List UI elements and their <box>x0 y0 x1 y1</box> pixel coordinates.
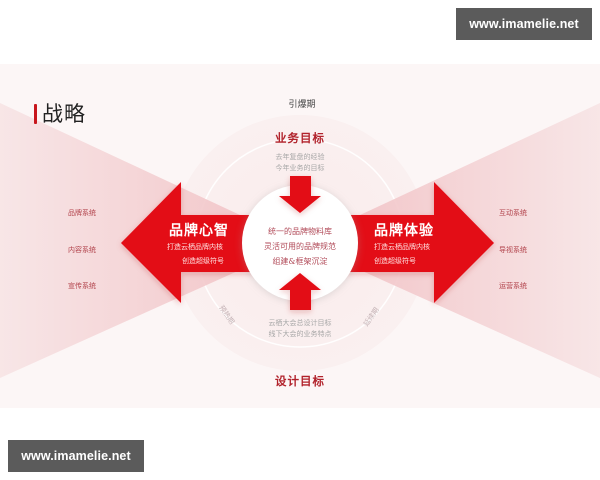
strategy-slide: 战略 引爆期 业务目标 去年复盘的经验 今年业务的目标 云栖大会总设计目标 线下… <box>0 64 600 408</box>
right-arrow-icon <box>340 182 494 303</box>
right-arrow-title: 品牌体验 <box>374 223 434 239</box>
center-line: 组建&框架沉淀 <box>272 257 328 266</box>
system-item: 品牌系统 <box>68 209 96 217</box>
center-line: 统一的品牌物料库 <box>268 227 332 236</box>
center-line: 灵活可用的品牌规范 <box>264 242 336 251</box>
page-title: 战略 <box>42 102 86 126</box>
center-text: 统一的品牌物料库 灵活可用的品牌规范 组建&框架沉淀 <box>250 224 350 269</box>
phase-label-top: 引爆期 <box>288 100 316 110</box>
design-goal-line: 云栖大会总设计目标 <box>268 319 332 327</box>
center-circle <box>242 185 358 301</box>
up-arrow-icon <box>279 273 321 310</box>
left-arrow-line: 创造超级符号 <box>182 257 224 265</box>
system-item: 宣传系统 <box>68 282 96 290</box>
left-arrow-line: 打造云栖品牌内核 <box>167 243 223 251</box>
design-goal-line: 线下大会的业务特点 <box>268 330 332 338</box>
business-goal-line: 今年业务的目标 <box>275 164 325 172</box>
watermark-bottom: www.imamelie.net <box>8 440 144 472</box>
title-accent-bar <box>34 104 37 124</box>
diagram-graphics <box>0 103 600 378</box>
business-goal-line: 去年复盘的经验 <box>275 153 325 161</box>
left-arrow-title: 品牌心智 <box>169 223 229 239</box>
right-arrow-line: 创造超级符号 <box>374 257 416 265</box>
system-item: 导视系统 <box>499 246 527 254</box>
design-goal-title: 设计目标 <box>275 374 325 388</box>
business-goal-desc: 去年复盘的经验 今年业务的目标 <box>230 152 370 174</box>
left-arrow-icon <box>121 182 260 303</box>
watermark-top: www.imamelie.net <box>456 8 592 40</box>
down-arrow-icon <box>279 176 321 213</box>
business-goal-title: 业务目标 <box>275 131 325 145</box>
system-item: 内容系统 <box>68 246 96 254</box>
system-item: 运营系统 <box>499 282 527 290</box>
right-arrow-line: 打造云栖品牌内核 <box>374 243 430 251</box>
design-goal-desc: 云栖大会总设计目标 线下大会的业务特点 <box>230 318 370 340</box>
system-item: 互动系统 <box>499 209 527 217</box>
